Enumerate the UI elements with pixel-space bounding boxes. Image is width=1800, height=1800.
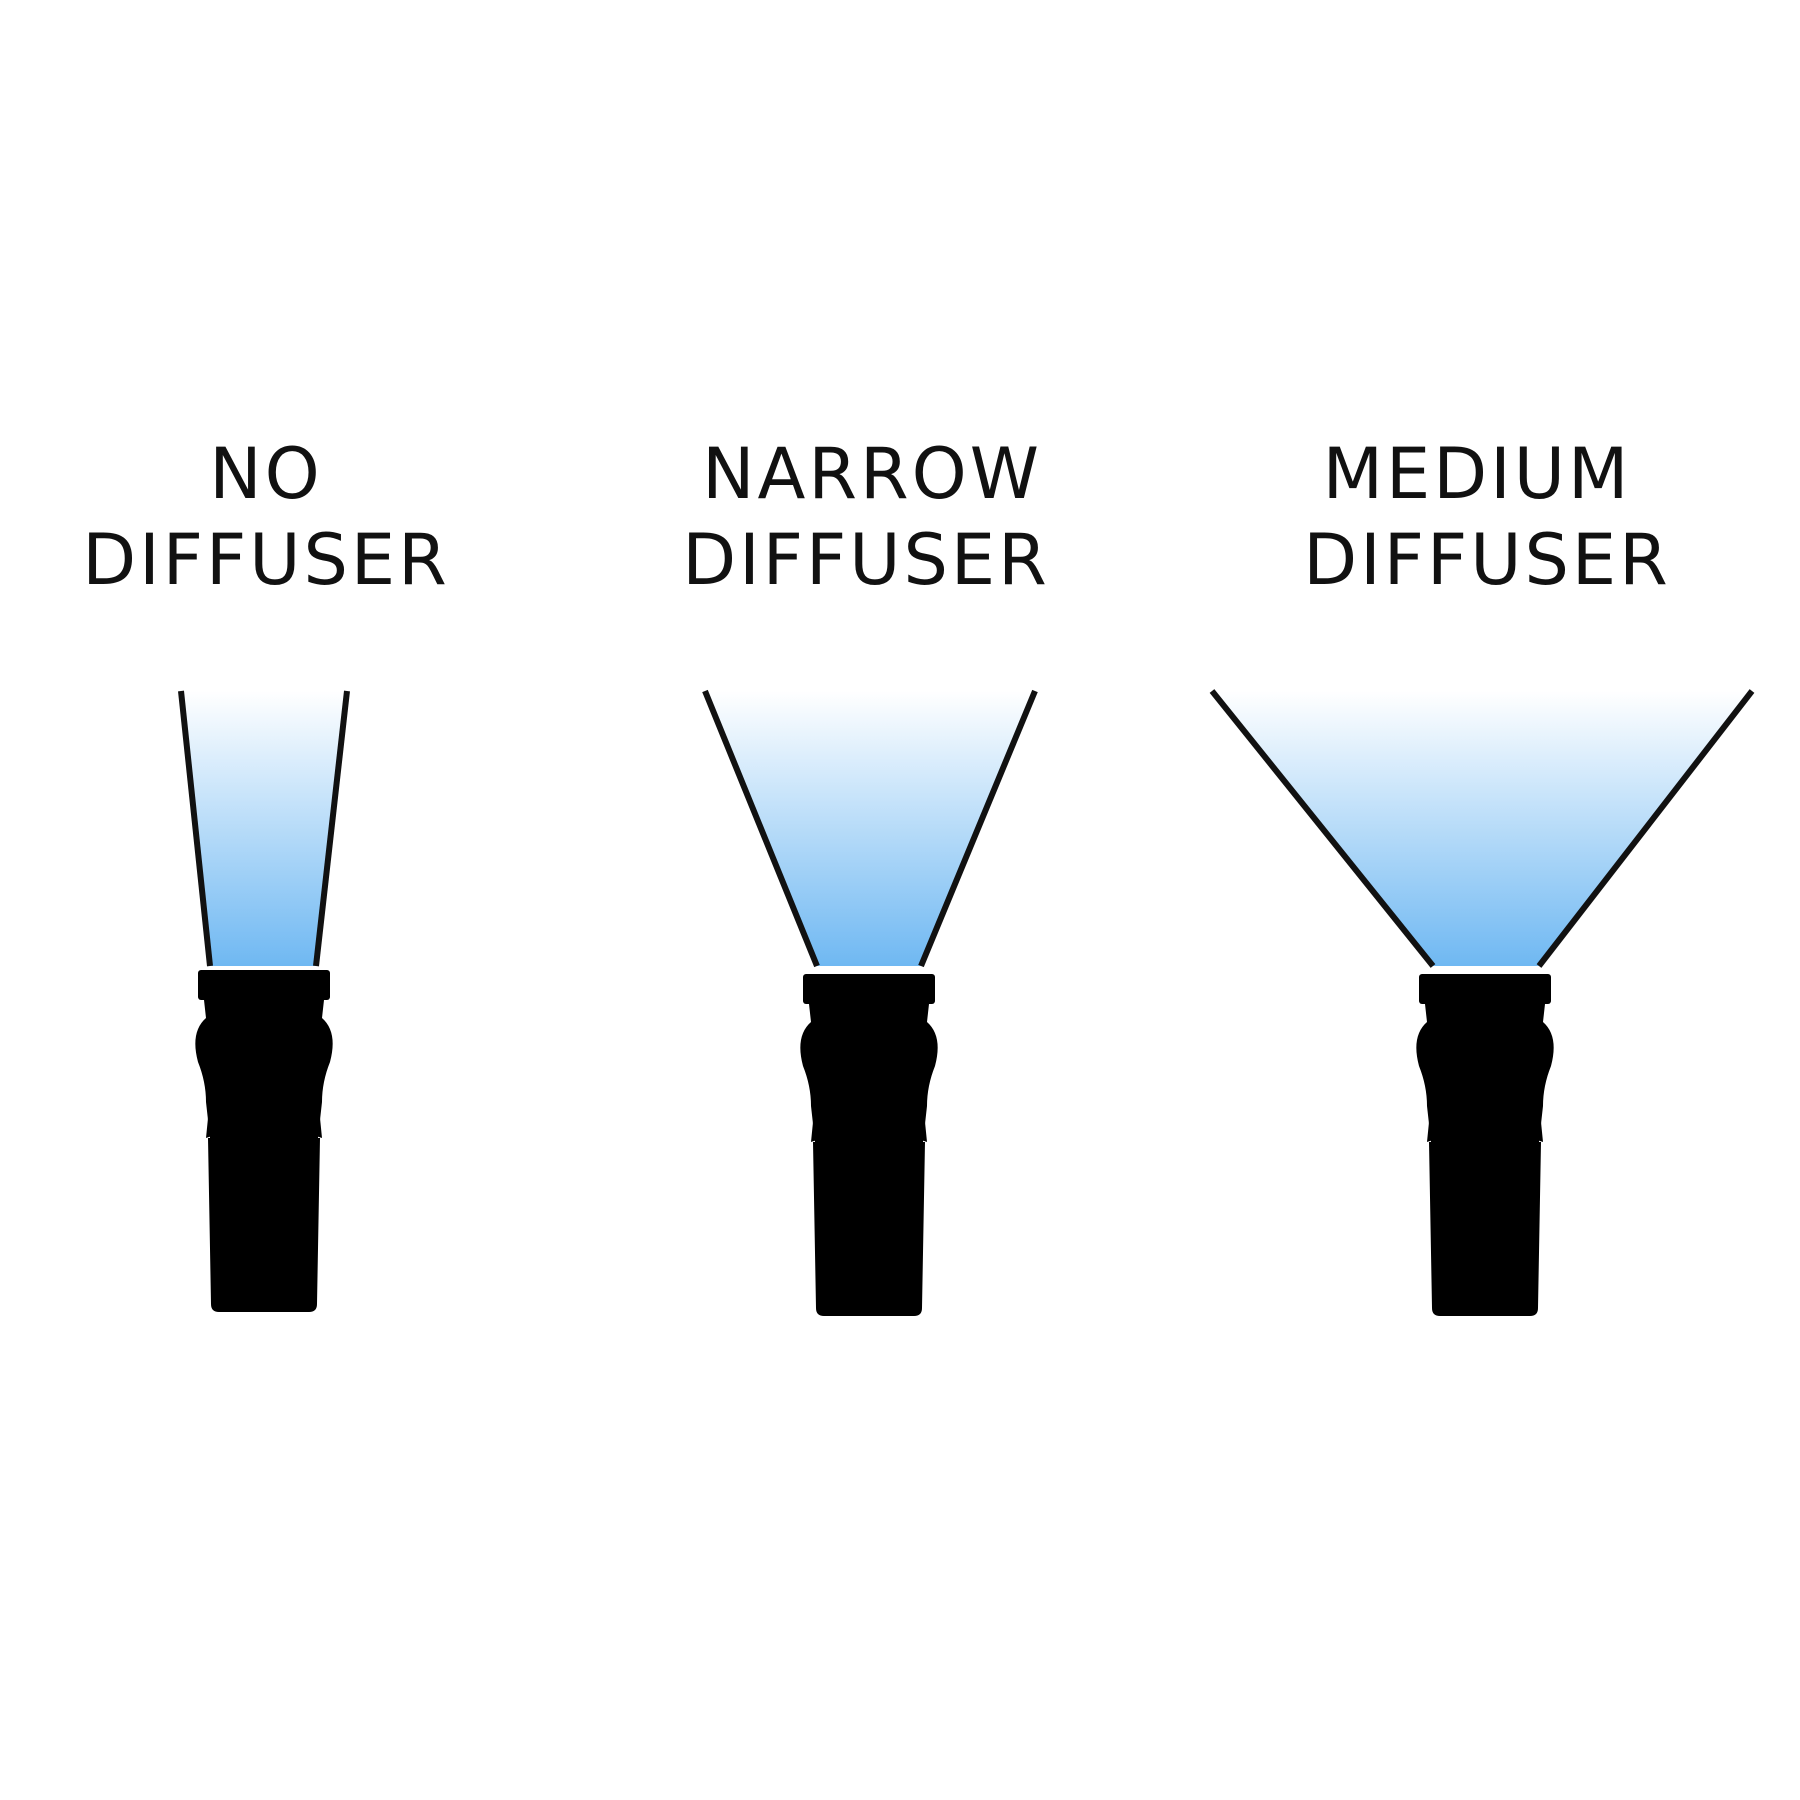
panel-medium-diffuser: MEDIUM DIFFUSER [1209, 433, 1755, 1316]
label-line-1: MEDIUM [1323, 433, 1632, 515]
panel-label: NO DIFFUSER [82, 433, 450, 601]
flashlight-icon [195, 970, 333, 1312]
flashlight-icon [1416, 974, 1554, 1316]
label-line-2: DIFFUSER [1303, 519, 1671, 601]
light-beam [178, 690, 350, 967]
label-line-2: DIFFUSER [82, 519, 450, 601]
panel-narrow-diffuser: NARROW DIFFUSER [682, 433, 1050, 1316]
flashlight-icon [800, 974, 938, 1316]
label-line-1: NARROW [702, 433, 1042, 515]
panel-no-diffuser: NO DIFFUSER [82, 433, 450, 1312]
panel-label: NARROW DIFFUSER [682, 433, 1050, 601]
light-beam [1209, 689, 1755, 968]
panel-label: MEDIUM DIFFUSER [1303, 433, 1671, 601]
light-beam [702, 689, 1038, 968]
label-line-2: DIFFUSER [682, 519, 1050, 601]
label-line-1: NO [209, 433, 322, 515]
